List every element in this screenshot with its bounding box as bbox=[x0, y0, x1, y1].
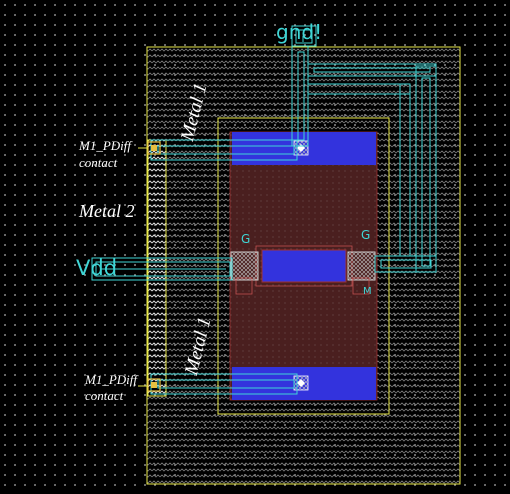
gate-contact-right bbox=[347, 251, 376, 281]
gate-label-right-small: M bbox=[363, 286, 372, 297]
gate-contact-left bbox=[230, 251, 259, 281]
gate-label-right: G bbox=[361, 228, 371, 242]
m1-pdiff-contact-bottom bbox=[147, 378, 161, 392]
metal-routing bbox=[91, 25, 437, 395]
contact-bottom bbox=[293, 375, 309, 391]
contact-label-top-line1: M1_PDiff bbox=[79, 138, 131, 153]
contact-top bbox=[293, 140, 309, 156]
contact-label-bottom-line2: contact bbox=[85, 388, 124, 403]
poly-gate bbox=[261, 249, 347, 283]
contact-label-top-line2: contact bbox=[79, 155, 118, 170]
metal2-rail bbox=[147, 139, 167, 397]
pin-label-gnd: gnd! bbox=[276, 20, 323, 44]
metal2-label: Metal 2 bbox=[79, 201, 135, 221]
contact-label-bottom-line1: M1_PDiff bbox=[85, 372, 137, 387]
pin-label-vdd: Vdd bbox=[76, 256, 118, 280]
gate-label-left: G bbox=[241, 232, 251, 246]
